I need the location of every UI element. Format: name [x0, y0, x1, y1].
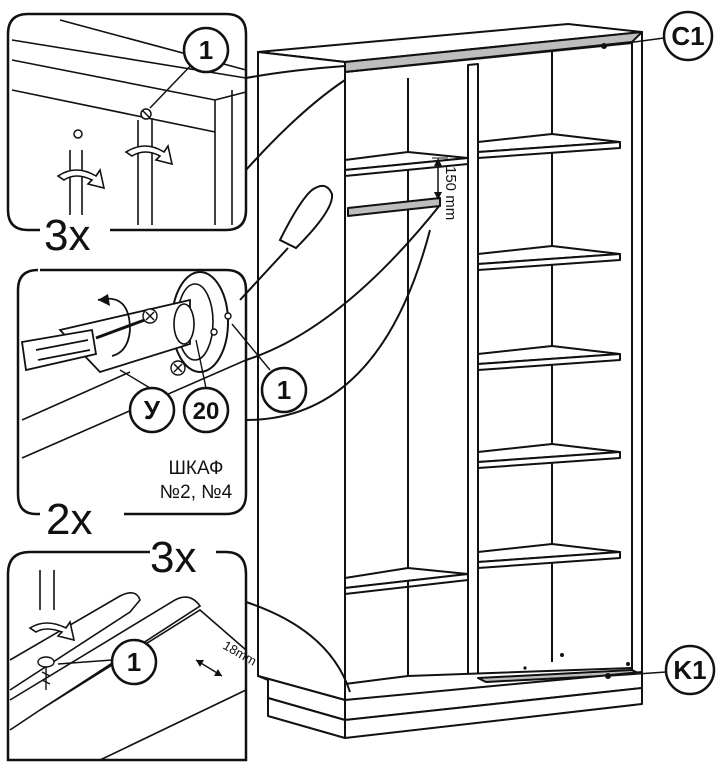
detail-middle: У 20 1 ШКАФ №2, №4 2x	[16, 184, 334, 544]
callout-c1: C1	[601, 10, 714, 62]
detail-bottom: 18mm 1 3x	[6, 533, 259, 762]
callout-k1: K1	[605, 644, 716, 696]
rotation-arrow-icon	[56, 143, 174, 190]
note-line1: ШКАФ	[169, 458, 224, 479]
left-shelf-bottom-edge	[344, 573, 469, 595]
detail-leaders	[245, 65, 441, 693]
part-1-callout-middle	[260, 366, 308, 414]
part-20-callout	[182, 386, 230, 434]
leader-top	[245, 65, 346, 79]
part-y-label: У	[144, 395, 161, 425]
leader-middle	[245, 204, 441, 361]
detail-top: 1 3x	[6, 12, 248, 260]
rotation-arrow-icon	[97, 297, 131, 357]
middle-divider	[467, 63, 479, 693]
rotation-arrow-icon	[28, 619, 76, 642]
dimension-150-label: 150 mm	[442, 166, 459, 220]
right-side-panel	[631, 31, 643, 681]
leader-bottom	[245, 601, 351, 693]
label-k1: K1	[673, 655, 706, 685]
part-y-callout	[128, 386, 176, 434]
screwdriver-icon	[20, 316, 151, 372]
hanging-rod	[347, 197, 441, 217]
screw-icon	[142, 308, 232, 376]
count-bottom: 3x	[150, 533, 196, 582]
count-top: 3x	[44, 211, 90, 260]
part-1-label-middle: 1	[277, 375, 291, 405]
detail-top-drawing	[11, 19, 247, 225]
part-1-label-bottom: 1	[127, 647, 141, 677]
screwdriver-icon	[239, 184, 334, 301]
note-line2: №2, №4	[160, 482, 233, 503]
plinth-base-front	[344, 687, 643, 739]
part-1-label-top: 1	[199, 35, 213, 65]
screw-icon	[37, 656, 55, 690]
part-1-callout-top	[182, 26, 230, 74]
dimension-150: 150 mm	[432, 157, 459, 220]
part-1-callout-bottom	[110, 638, 158, 686]
wardrobe	[257, 23, 643, 739]
count-middle: 2x	[46, 495, 92, 544]
label-c1: C1	[671, 21, 704, 51]
screw-icon	[73, 108, 152, 139]
part-20-label: 20	[193, 398, 220, 425]
detail-bottom-drawing	[9, 570, 247, 761]
right-shelves	[477, 133, 621, 569]
